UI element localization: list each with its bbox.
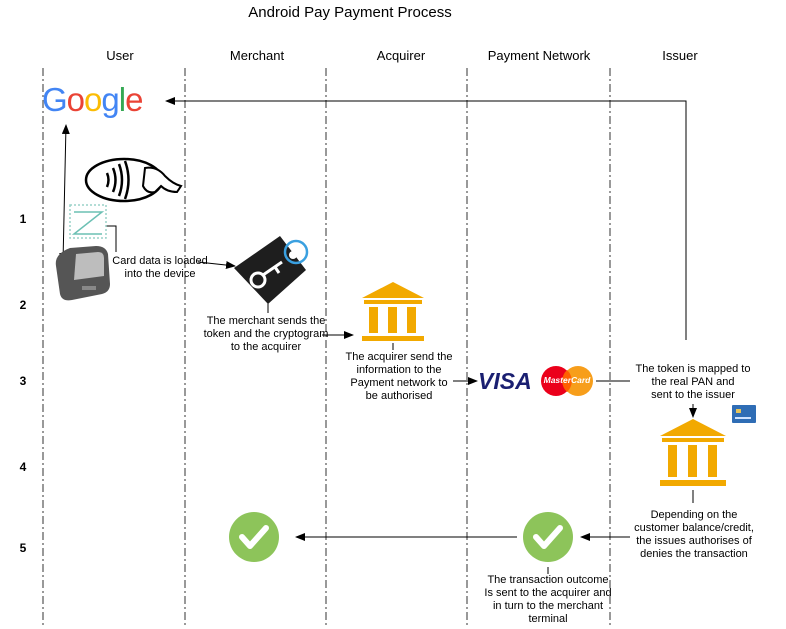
note-token-mapped: The token is mapped to the real PAN and … [635, 363, 751, 401]
arrow-google-phone [59, 124, 70, 263]
visa-logo: VISA [478, 368, 532, 394]
mastercard-logo [541, 366, 593, 396]
bank-icon [660, 419, 726, 486]
arrow-issuer-to-google [165, 97, 687, 340]
step-number: 4 [19, 460, 27, 474]
credit-card-icon [732, 405, 756, 423]
check-icon [229, 512, 279, 562]
note-depending: Depending on the customer balance/credit… [634, 509, 754, 560]
connector-nfc-note [106, 225, 117, 252]
step-number: 5 [19, 541, 27, 555]
mastercard-label: MasterCard [543, 375, 591, 385]
note-outcome: The transaction outcome Is sent to the a… [484, 574, 612, 625]
step-number: 1 [19, 212, 27, 226]
note-card-loaded: Card data is loaded into the device [112, 255, 208, 280]
note-acquirer-sends: The acquirer send the information to the… [345, 351, 453, 402]
bank-icon [362, 282, 424, 341]
check-icon [523, 512, 573, 562]
lane-payment-network: Payment Network [487, 48, 591, 63]
step-number: 2 [19, 298, 27, 312]
google-logo: Google [42, 81, 143, 118]
lane-user: User [106, 48, 134, 63]
contactless-icon [84, 157, 183, 203]
lane-merchant: Merchant [229, 48, 285, 63]
key-tag-icon [234, 236, 309, 304]
lane-issuer: Issuer [662, 48, 698, 63]
step-number: 3 [19, 374, 27, 388]
lane-acquirer: Acquirer [376, 48, 426, 63]
note-merchant-sends: The merchant sends the token and the cry… [203, 315, 329, 353]
connectors [59, 97, 697, 574]
diagram-title: Android Pay Payment Process [248, 4, 452, 21]
nfc-pattern-icon [69, 204, 107, 239]
lane-separators [42, 68, 611, 625]
arrow-device-to-merchant [197, 261, 236, 270]
phone-icon [55, 246, 110, 301]
